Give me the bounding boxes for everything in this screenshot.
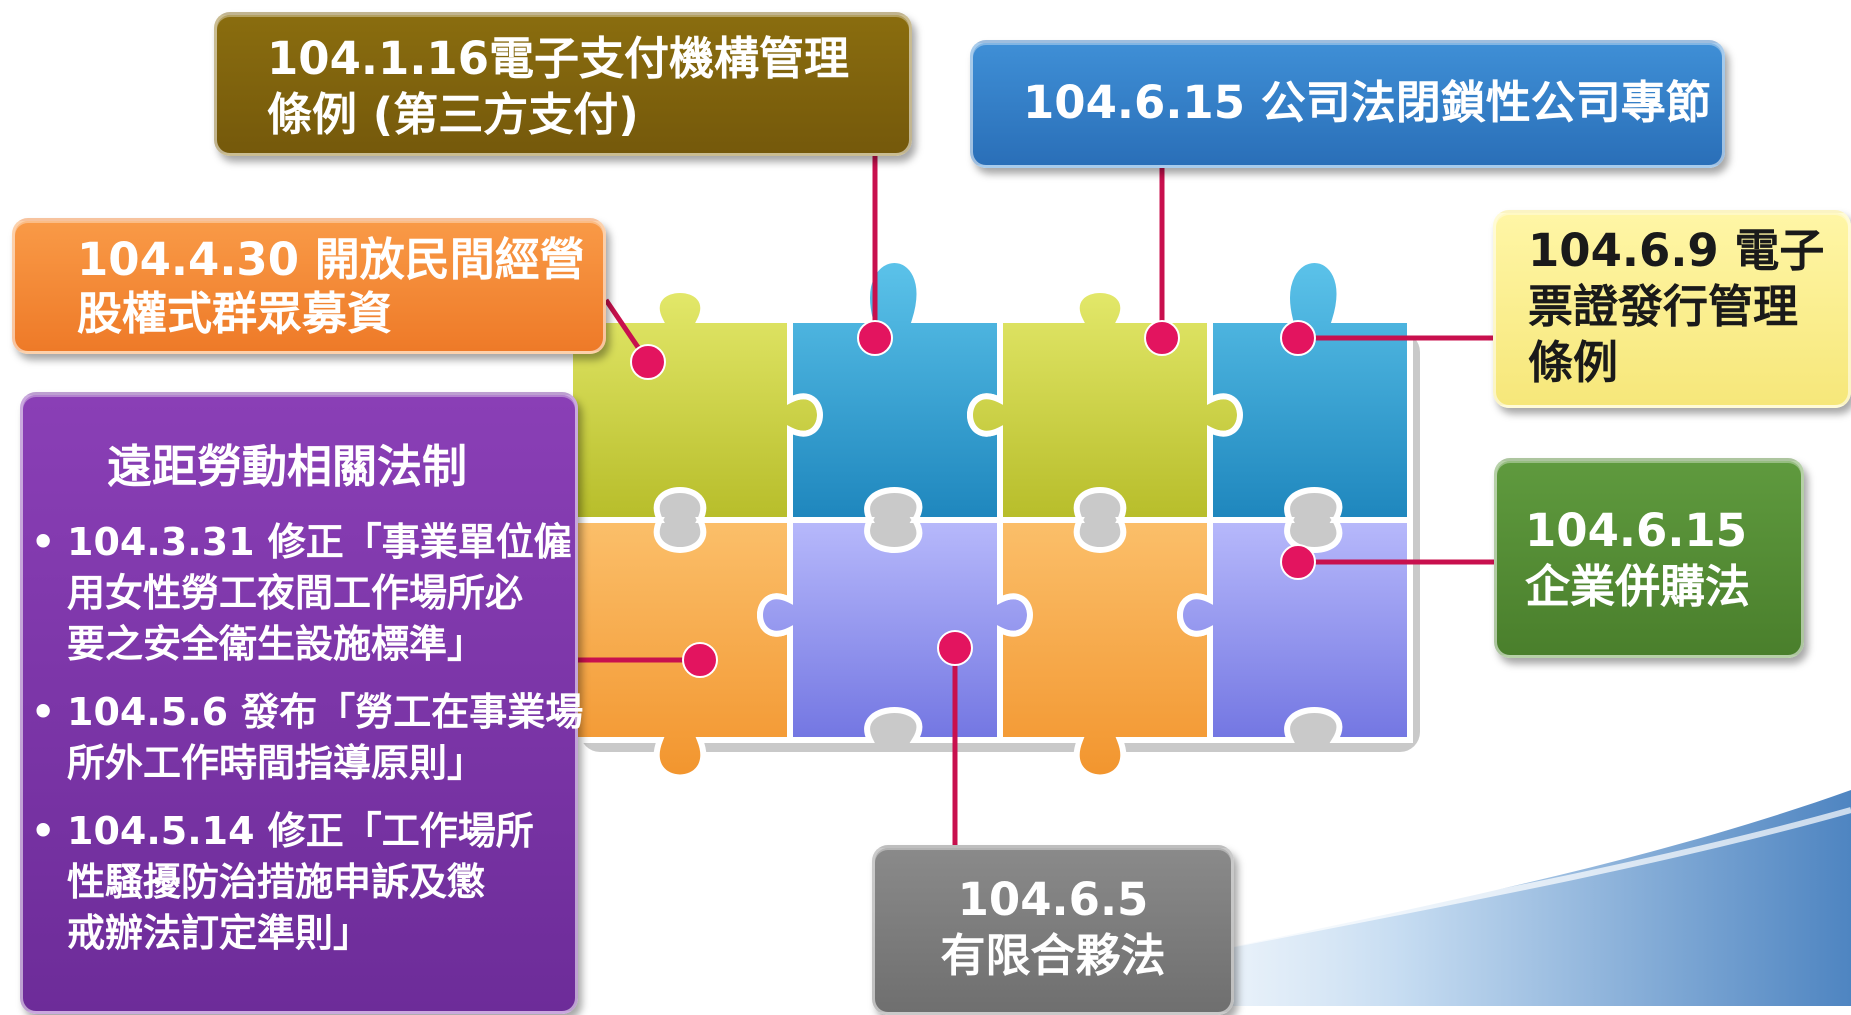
label-line: 所外工作時間指導原則」: [67, 741, 486, 785]
bullet-icon: •: [31, 809, 56, 853]
puzzle-piece-periwinkle-2: [1177, 517, 1413, 743]
list-item: • 104.5.14 修正「工作場所 性騷擾防治措施申訴及懲 戒辦法訂定準則」: [23, 806, 581, 959]
dot-telework: [682, 642, 718, 678]
label-line: 要之安全衛生設施標準」: [67, 622, 486, 666]
label-line: 有限合夥法: [940, 929, 1166, 982]
dot-llp: [937, 630, 973, 666]
box-mergers-act: 104.6.15 企業併購法: [1494, 458, 1804, 658]
label-line: 104.4.30 開放民間經營: [77, 233, 585, 286]
label-line: 用女性勞工夜間工作場所必: [67, 571, 524, 615]
box-e-ticket-act: 104.6.9 電子 票證發行管理 條例: [1493, 210, 1851, 408]
puzzle-piece-lime-2: [967, 287, 1243, 523]
label-line: 104.5.6 發布「勞工在事業場: [67, 690, 584, 734]
dot-mergers: [1280, 544, 1316, 580]
label-line: 104.6.9 電子: [1528, 224, 1825, 277]
puzzle-piece-orange-2: [997, 517, 1213, 781]
label-line: 條例: [1528, 336, 1619, 389]
bullet-icon: •: [31, 520, 56, 564]
dot-crowdfunding: [630, 344, 666, 380]
label-line: 104.1.16電子支付機構管理: [267, 32, 850, 85]
label-line: 104.3.31 修正「事業單位僱: [67, 520, 572, 564]
label-line: 104.6.5: [957, 873, 1149, 926]
label-line: 票證發行管理: [1528, 280, 1799, 333]
box-equity-crowdfunding: 104.4.30 開放民間經營 股權式群眾募資: [12, 218, 606, 354]
label-line: 條例 (第三方支付): [267, 88, 639, 141]
box-closely-held-company: 104.6.15 公司法閉鎖性公司專節: [970, 40, 1725, 168]
list-item: • 104.5.6 發布「勞工在事業場 所外工作時間指導原則」: [23, 687, 584, 789]
telework-title: 遠距勞動相關法制: [107, 440, 468, 493]
box-electronic-payment-act: 104.1.16電子支付機構管理 條例 (第三方支付): [214, 12, 912, 156]
label-line: 戒辦法訂定準則」: [67, 911, 372, 955]
list-item: • 104.3.31 修正「事業單位僱 用女性勞工夜間工作場所必 要之安全衛生設…: [23, 517, 581, 670]
telework-list: • 104.3.31 修正「事業單位僱 用女性勞工夜間工作場所必 要之安全衛生設…: [23, 517, 584, 976]
bullet-icon: •: [31, 690, 56, 734]
puzzle-piece-orange-1: [567, 517, 793, 781]
label-line: 性騷擾防治措施申訴及懲: [67, 860, 486, 904]
box-telework-regulations: 遠距勞動相關法制 • 104.3.31 修正「事業單位僱 用女性勞工夜間工作場所…: [20, 392, 584, 1014]
label-line: 企業併購法: [1525, 560, 1751, 613]
puzzle-piece-cyan-1: [787, 257, 1003, 523]
connectors: [578, 156, 1494, 845]
dot-closely-held: [1144, 320, 1180, 356]
puzzle-piece-periwinkle-1: [757, 517, 1033, 743]
background-swoosh: [950, 790, 1851, 1006]
label-line: 104.6.15: [1525, 504, 1748, 557]
puzzle-pieces: [537, 257, 1420, 781]
label-line: 104.5.14 修正「工作場所: [67, 809, 534, 853]
dot-electronic-payment: [857, 320, 893, 356]
puzzle-piece-cyan-2: [1207, 257, 1413, 523]
label-line: 104.6.15 公司法閉鎖性公司專節: [1023, 76, 1711, 129]
dot-e-ticket: [1280, 320, 1316, 356]
connector-dots: [630, 320, 1316, 678]
box-limited-partnership-act: 104.6.5 有限合夥法: [872, 845, 1234, 1015]
label-line: 股權式群眾募資: [77, 287, 393, 340]
